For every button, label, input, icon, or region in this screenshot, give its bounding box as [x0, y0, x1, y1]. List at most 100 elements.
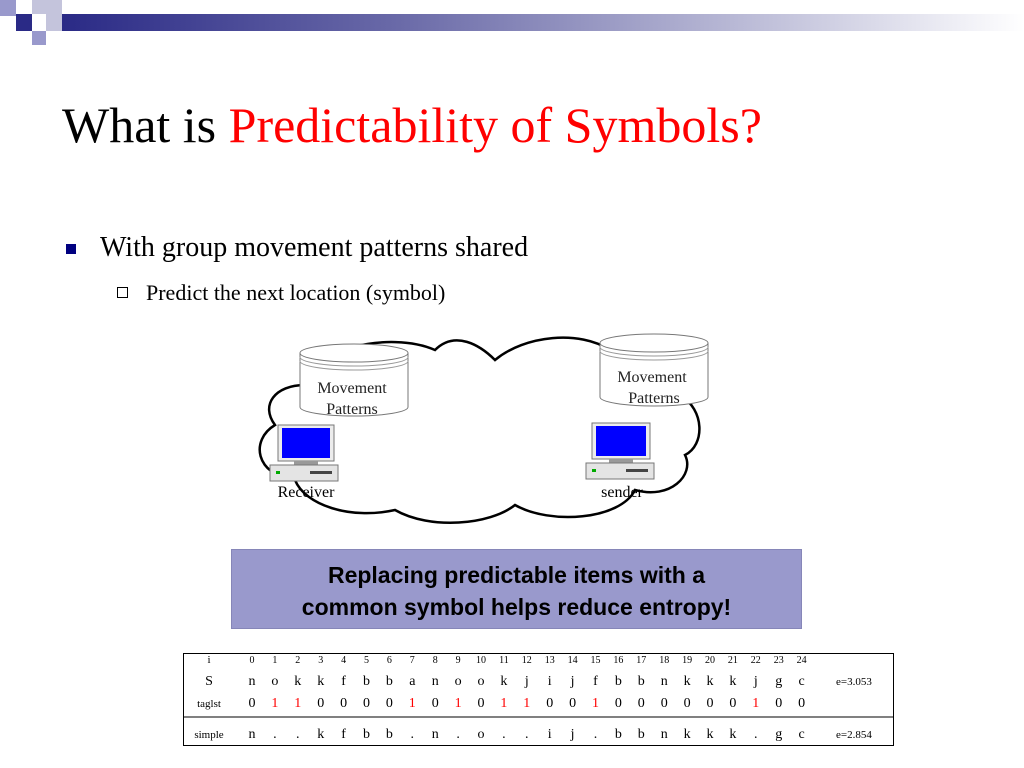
- table-row-label: S: [205, 674, 213, 689]
- table-cell: b: [638, 674, 645, 689]
- sender-db-line2: Patterns: [628, 390, 680, 407]
- table-cell: f: [593, 674, 598, 689]
- entropy-callout-box: Replacing predictable items with a commo…: [231, 549, 802, 629]
- table-cell: 11: [499, 655, 509, 666]
- bullet-level2: Predict the next location (symbol): [146, 280, 446, 305]
- table-cell: 1: [500, 696, 507, 711]
- table-cell: 19: [682, 655, 692, 666]
- table-cell: c: [798, 674, 804, 689]
- table-cell: k: [684, 674, 691, 689]
- table-cell: 13: [545, 655, 555, 666]
- table-cell: .: [296, 727, 300, 742]
- bullet-level1: With group movement patterns shared: [100, 232, 529, 263]
- table-cell: j: [524, 674, 529, 689]
- table-cell: 1: [523, 696, 530, 711]
- table-entropy-note: e=3.053: [836, 676, 872, 688]
- top-gradient-bar: [62, 14, 1024, 31]
- table-cell: k: [317, 727, 324, 742]
- table-cell: b: [638, 727, 645, 742]
- table-cell: 0: [615, 696, 622, 711]
- table-cell: o: [478, 674, 485, 689]
- table-cell: 0: [546, 696, 553, 711]
- table-cell: 0: [340, 696, 347, 711]
- table-cell: 0: [684, 696, 691, 711]
- table-cell: 0: [661, 696, 668, 711]
- table-cell: b: [363, 727, 370, 742]
- table-cell: 0: [363, 696, 370, 711]
- square-bullet-icon: [66, 244, 76, 254]
- table-cell: k: [729, 727, 736, 742]
- table-cell: k: [294, 674, 301, 689]
- table-cell: f: [341, 674, 346, 689]
- table-cell: b: [363, 674, 370, 689]
- table-cell: n: [249, 727, 256, 742]
- table-cell: 0: [775, 696, 782, 711]
- table-cell: n: [249, 674, 256, 689]
- table-cell: k: [317, 674, 324, 689]
- computer-icon-receiver: [269, 424, 339, 482]
- table-cell: .: [411, 727, 415, 742]
- table-cell: 0: [478, 696, 485, 711]
- table-cell: 23: [774, 655, 784, 666]
- table-cell: 0: [432, 696, 439, 711]
- title-prefix: What is: [62, 97, 229, 153]
- decor-square-5: [46, 14, 62, 31]
- table-cell: 18: [659, 655, 669, 666]
- slide-title: What is Predictability of Symbols?: [62, 96, 762, 154]
- callout-line1: Replacing predictable items with a: [327, 562, 706, 588]
- table-cell: 1: [752, 696, 759, 711]
- table-row-label: taglst: [197, 698, 221, 710]
- table-cell: .: [273, 727, 277, 742]
- table-cell: 1: [271, 696, 278, 711]
- table-cell: b: [615, 674, 622, 689]
- table-cell: g: [775, 727, 782, 742]
- table-cell: 1: [592, 696, 599, 711]
- table-cell: .: [594, 727, 598, 742]
- table-cell: 15: [591, 655, 601, 666]
- table-cell: 0: [317, 696, 324, 711]
- table-cell: o: [478, 727, 485, 742]
- sender-label: sender: [601, 484, 643, 501]
- table-cell: 14: [568, 655, 578, 666]
- table-cell: j: [570, 727, 575, 742]
- receiver-db-line1: Movement: [317, 380, 387, 397]
- table-cell: 20: [705, 655, 715, 666]
- table-row-label: simple: [194, 729, 223, 741]
- sender-db-line1: Movement: [617, 369, 687, 386]
- table-cell: 10: [476, 655, 486, 666]
- database-icon-receiver: Movement Patterns: [299, 343, 409, 418]
- table-cell: .: [525, 727, 529, 742]
- table-cell: k: [684, 727, 691, 742]
- table-cell: 7: [410, 655, 415, 666]
- table-row-label: i: [207, 654, 210, 666]
- table-cell: j: [570, 674, 575, 689]
- table-cell: 6: [387, 655, 392, 666]
- table-cell: 0: [250, 655, 255, 666]
- table-cell: 5: [364, 655, 369, 666]
- table-cell: 22: [751, 655, 761, 666]
- decor-square-2: [16, 14, 32, 31]
- table-cell: b: [386, 727, 393, 742]
- table-entropy-note: e=2.854: [836, 729, 872, 741]
- table-cell: k: [707, 674, 714, 689]
- table-cell: c: [798, 727, 804, 742]
- table-cell: 0: [729, 696, 736, 711]
- table-cell: 0: [386, 696, 393, 711]
- title-highlight: Predictability of Symbols?: [228, 97, 762, 153]
- receiver-db-line2: Patterns: [326, 401, 378, 418]
- table-cell: 0: [707, 696, 714, 711]
- table-cell: k: [729, 674, 736, 689]
- table-cell: a: [409, 674, 416, 689]
- table-cell: b: [386, 674, 393, 689]
- table-cell: 1: [294, 696, 301, 711]
- table-cell: f: [341, 727, 346, 742]
- table-cell: b: [615, 727, 622, 742]
- table-cell: i: [548, 674, 552, 689]
- table-cell: 12: [522, 655, 532, 666]
- table-cell: .: [502, 727, 506, 742]
- table-cell: 0: [569, 696, 576, 711]
- table-cell: 1: [409, 696, 416, 711]
- table-cell: k: [707, 727, 714, 742]
